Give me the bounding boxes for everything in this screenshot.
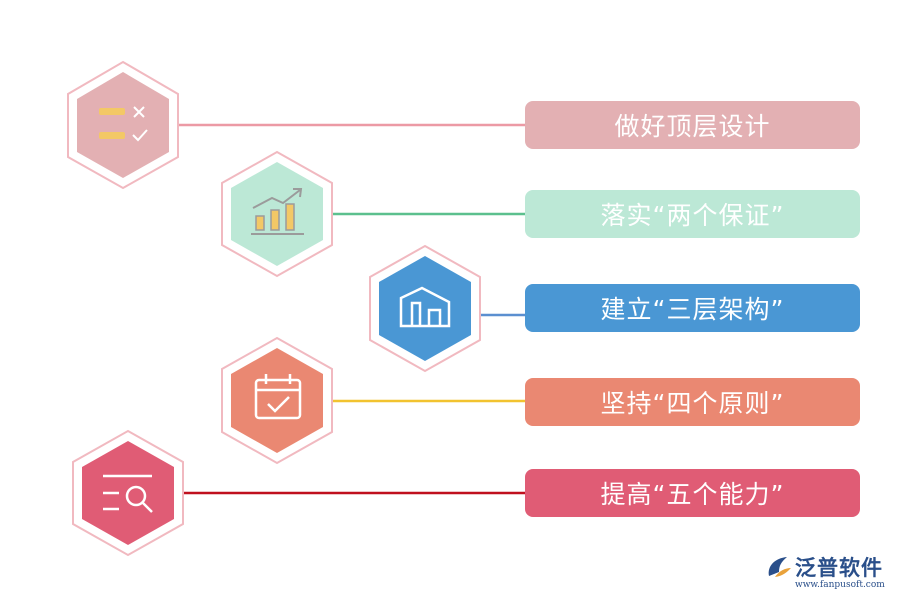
brand-url: www.fanpusoft.com [795,580,885,590]
label-item-4: 坚持“四个原则” [525,378,860,426]
hexagon-3 [379,256,471,361]
brand-logo: 泛普软件 www.fanpusoft.com [765,552,895,596]
brand-mark-icon [768,557,791,577]
label-item-2: 落实“两个保证” [525,190,860,238]
hexagon-4 [231,348,323,453]
growth-chart-icon [251,188,304,235]
row-1 [67,60,526,190]
brand-name: 泛普软件 [795,556,883,580]
row-4 [221,336,526,465]
label-item-3: 建立“三层架构” [525,284,860,332]
calendar-check-icon [254,374,302,420]
hexagon-1 [77,72,169,178]
checklist-icon [99,106,148,142]
row-2 [221,150,526,278]
label-item-1: 做好顶层设计 [525,101,860,149]
row-5 [72,429,526,557]
row-3 [369,244,526,373]
search-list-icon [103,474,153,513]
building-icon [399,286,451,328]
label-item-5: 提高“五个能力” [525,469,860,517]
